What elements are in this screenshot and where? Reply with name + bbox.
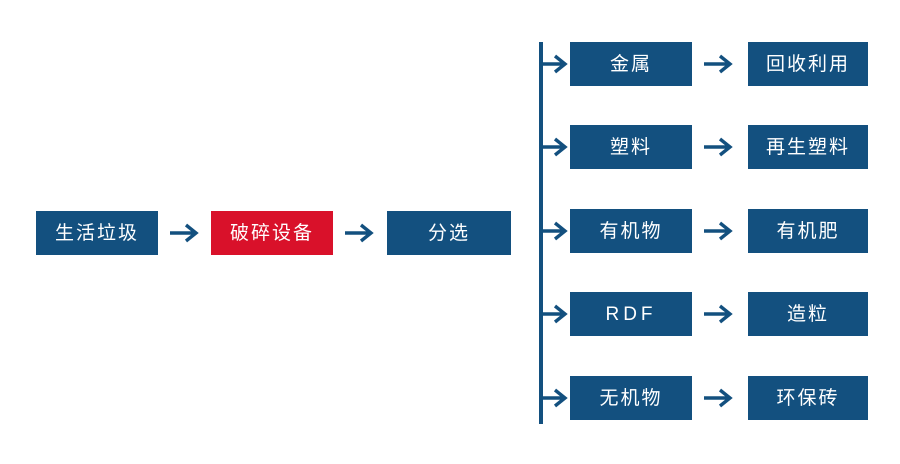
branch-arrow-right-icon-4 xyxy=(539,300,573,328)
node-sorting[interactable]: 分选 xyxy=(387,211,511,255)
arrow-right-icon-branch-4 xyxy=(700,300,740,328)
branch-trunk-line xyxy=(539,42,543,424)
arrow-right-icon-branch-5 xyxy=(700,384,740,412)
branch-arrow-right-icon-5 xyxy=(539,384,573,412)
node-product-5[interactable]: 环保砖 xyxy=(748,376,868,420)
node-fraction-5[interactable]: 无机物 xyxy=(570,376,692,420)
arrow-right-icon-main-2 xyxy=(341,219,381,247)
arrow-right-icon-branch-3 xyxy=(700,217,740,245)
node-input-waste[interactable]: 生活垃圾 xyxy=(36,211,158,255)
arrow-right-icon-branch-2 xyxy=(700,133,740,161)
node-fraction-4[interactable]: RDF xyxy=(570,292,692,336)
node-fraction-3[interactable]: 有机物 xyxy=(570,209,692,253)
node-product-2[interactable]: 再生塑料 xyxy=(748,125,868,169)
node-product-3[interactable]: 有机肥 xyxy=(748,209,868,253)
node-crushing-equipment[interactable]: 破碎设备 xyxy=(211,211,333,255)
arrow-right-icon-branch-1 xyxy=(700,50,740,78)
branch-arrow-right-icon-2 xyxy=(539,133,573,161)
branch-arrow-right-icon-1 xyxy=(539,50,573,78)
arrow-right-icon-main-1 xyxy=(166,219,206,247)
node-product-4[interactable]: 造粒 xyxy=(748,292,868,336)
node-fraction-1[interactable]: 金属 xyxy=(570,42,692,86)
branch-arrow-right-icon-3 xyxy=(539,217,573,245)
node-product-1[interactable]: 回收利用 xyxy=(748,42,868,86)
node-fraction-2[interactable]: 塑料 xyxy=(570,125,692,169)
